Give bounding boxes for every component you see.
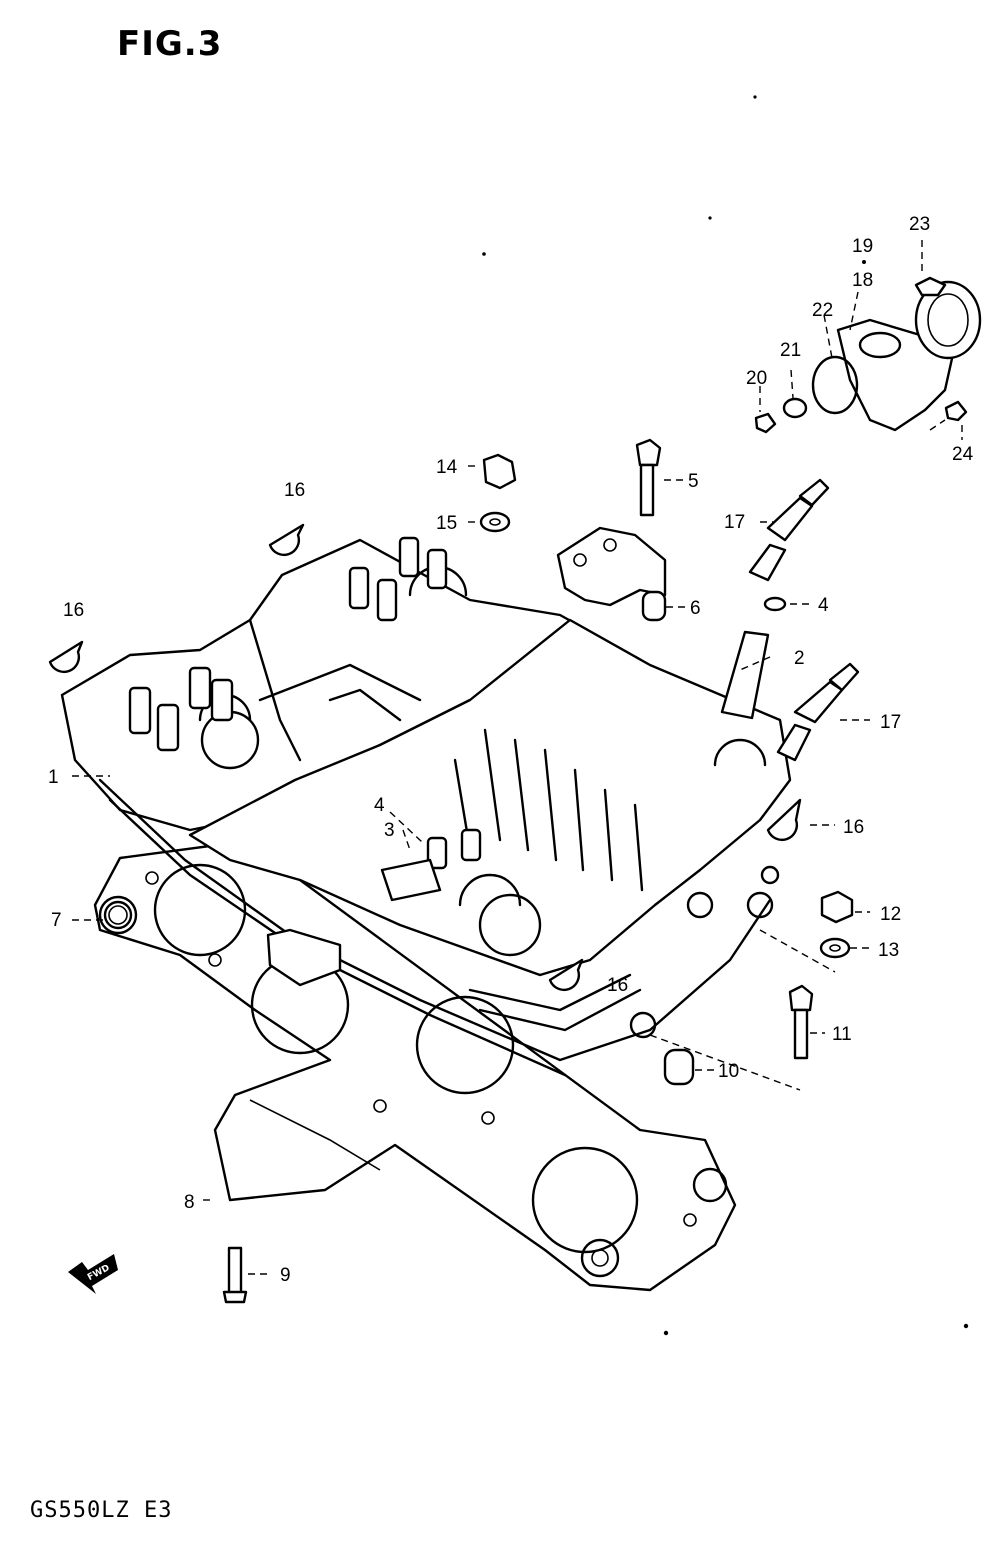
callout-10: 10 bbox=[718, 1061, 739, 1082]
bolt-part-5 bbox=[635, 438, 662, 517]
spark-plug-part-17-a bbox=[748, 478, 830, 582]
dowel-part-7 bbox=[103, 900, 133, 930]
intake-pipe-assembly bbox=[754, 276, 982, 434]
callout-1: 1 bbox=[48, 767, 59, 788]
callout-8: 8 bbox=[184, 1192, 195, 1213]
callout-9: 9 bbox=[280, 1265, 291, 1286]
callout-18: 18 bbox=[852, 270, 873, 291]
callout-16-a: 16 bbox=[284, 480, 305, 501]
callout-17-b: 17 bbox=[880, 712, 901, 733]
cam-stopper-part-16-b bbox=[48, 640, 84, 674]
callout-15: 15 bbox=[436, 513, 457, 534]
cam-stopper-part-16-a bbox=[268, 523, 305, 557]
cam-stopper-part-16-d bbox=[548, 958, 584, 992]
cylinder-head bbox=[60, 536, 792, 1077]
screw-part-24 bbox=[944, 400, 968, 422]
spark-plug-part-17-b bbox=[776, 662, 860, 762]
callout-labels: 1 2 3 4 4 5 6 7 8 9 10 11 12 13 14 15 16… bbox=[48, 214, 974, 1286]
callout-16-b: 16 bbox=[63, 600, 84, 621]
callout-6: 6 bbox=[690, 598, 701, 619]
leader-lines bbox=[72, 240, 963, 1275]
washer-part-15 bbox=[479, 511, 511, 533]
callout-22: 22 bbox=[812, 300, 833, 321]
callout-5: 5 bbox=[688, 471, 699, 492]
dowel-pin-part-10 bbox=[663, 1048, 695, 1086]
nut-part-12 bbox=[820, 890, 854, 924]
o-ring-part-22 bbox=[811, 355, 859, 415]
callout-20: 20 bbox=[746, 368, 767, 389]
callout-3: 3 bbox=[384, 820, 395, 841]
washer-part-21 bbox=[782, 397, 808, 419]
bolt-part-9 bbox=[222, 1246, 248, 1304]
callout-4-a: 4 bbox=[374, 795, 385, 816]
figure-title: FIG.3 bbox=[117, 24, 223, 64]
clamp-part-23 bbox=[914, 276, 947, 297]
cap-nut-part-14 bbox=[482, 453, 517, 490]
callout-12: 12 bbox=[880, 904, 901, 925]
callout-2: 2 bbox=[794, 648, 805, 669]
callout-16-d: 16 bbox=[607, 975, 628, 996]
callout-7: 7 bbox=[51, 910, 62, 931]
callout-13: 13 bbox=[878, 940, 899, 961]
screw-part-20 bbox=[754, 412, 777, 434]
o-ring-part-4 bbox=[763, 596, 787, 612]
model-code: GS550LZ E3 bbox=[30, 1498, 173, 1523]
callout-16-c: 16 bbox=[843, 817, 864, 838]
callout-19: 19 bbox=[852, 236, 873, 257]
cam-stopper-part-16-c bbox=[766, 798, 802, 842]
callout-24: 24 bbox=[952, 444, 974, 465]
bolt-part-11 bbox=[788, 984, 814, 1060]
valve-guide-part-2 bbox=[720, 630, 770, 720]
cylinder-head-gasket bbox=[93, 838, 737, 1292]
callout-21: 21 bbox=[780, 340, 801, 361]
washer-part-13 bbox=[819, 937, 851, 959]
dowel-pin-part-6 bbox=[641, 590, 667, 622]
callout-23: 23 bbox=[909, 214, 930, 235]
callout-4-b: 4 bbox=[818, 595, 829, 616]
callout-14: 14 bbox=[436, 457, 458, 478]
callout-17-a: 17 bbox=[724, 512, 745, 533]
callout-11: 11 bbox=[832, 1024, 852, 1045]
forward-direction-arrow: FWD bbox=[68, 1254, 118, 1294]
